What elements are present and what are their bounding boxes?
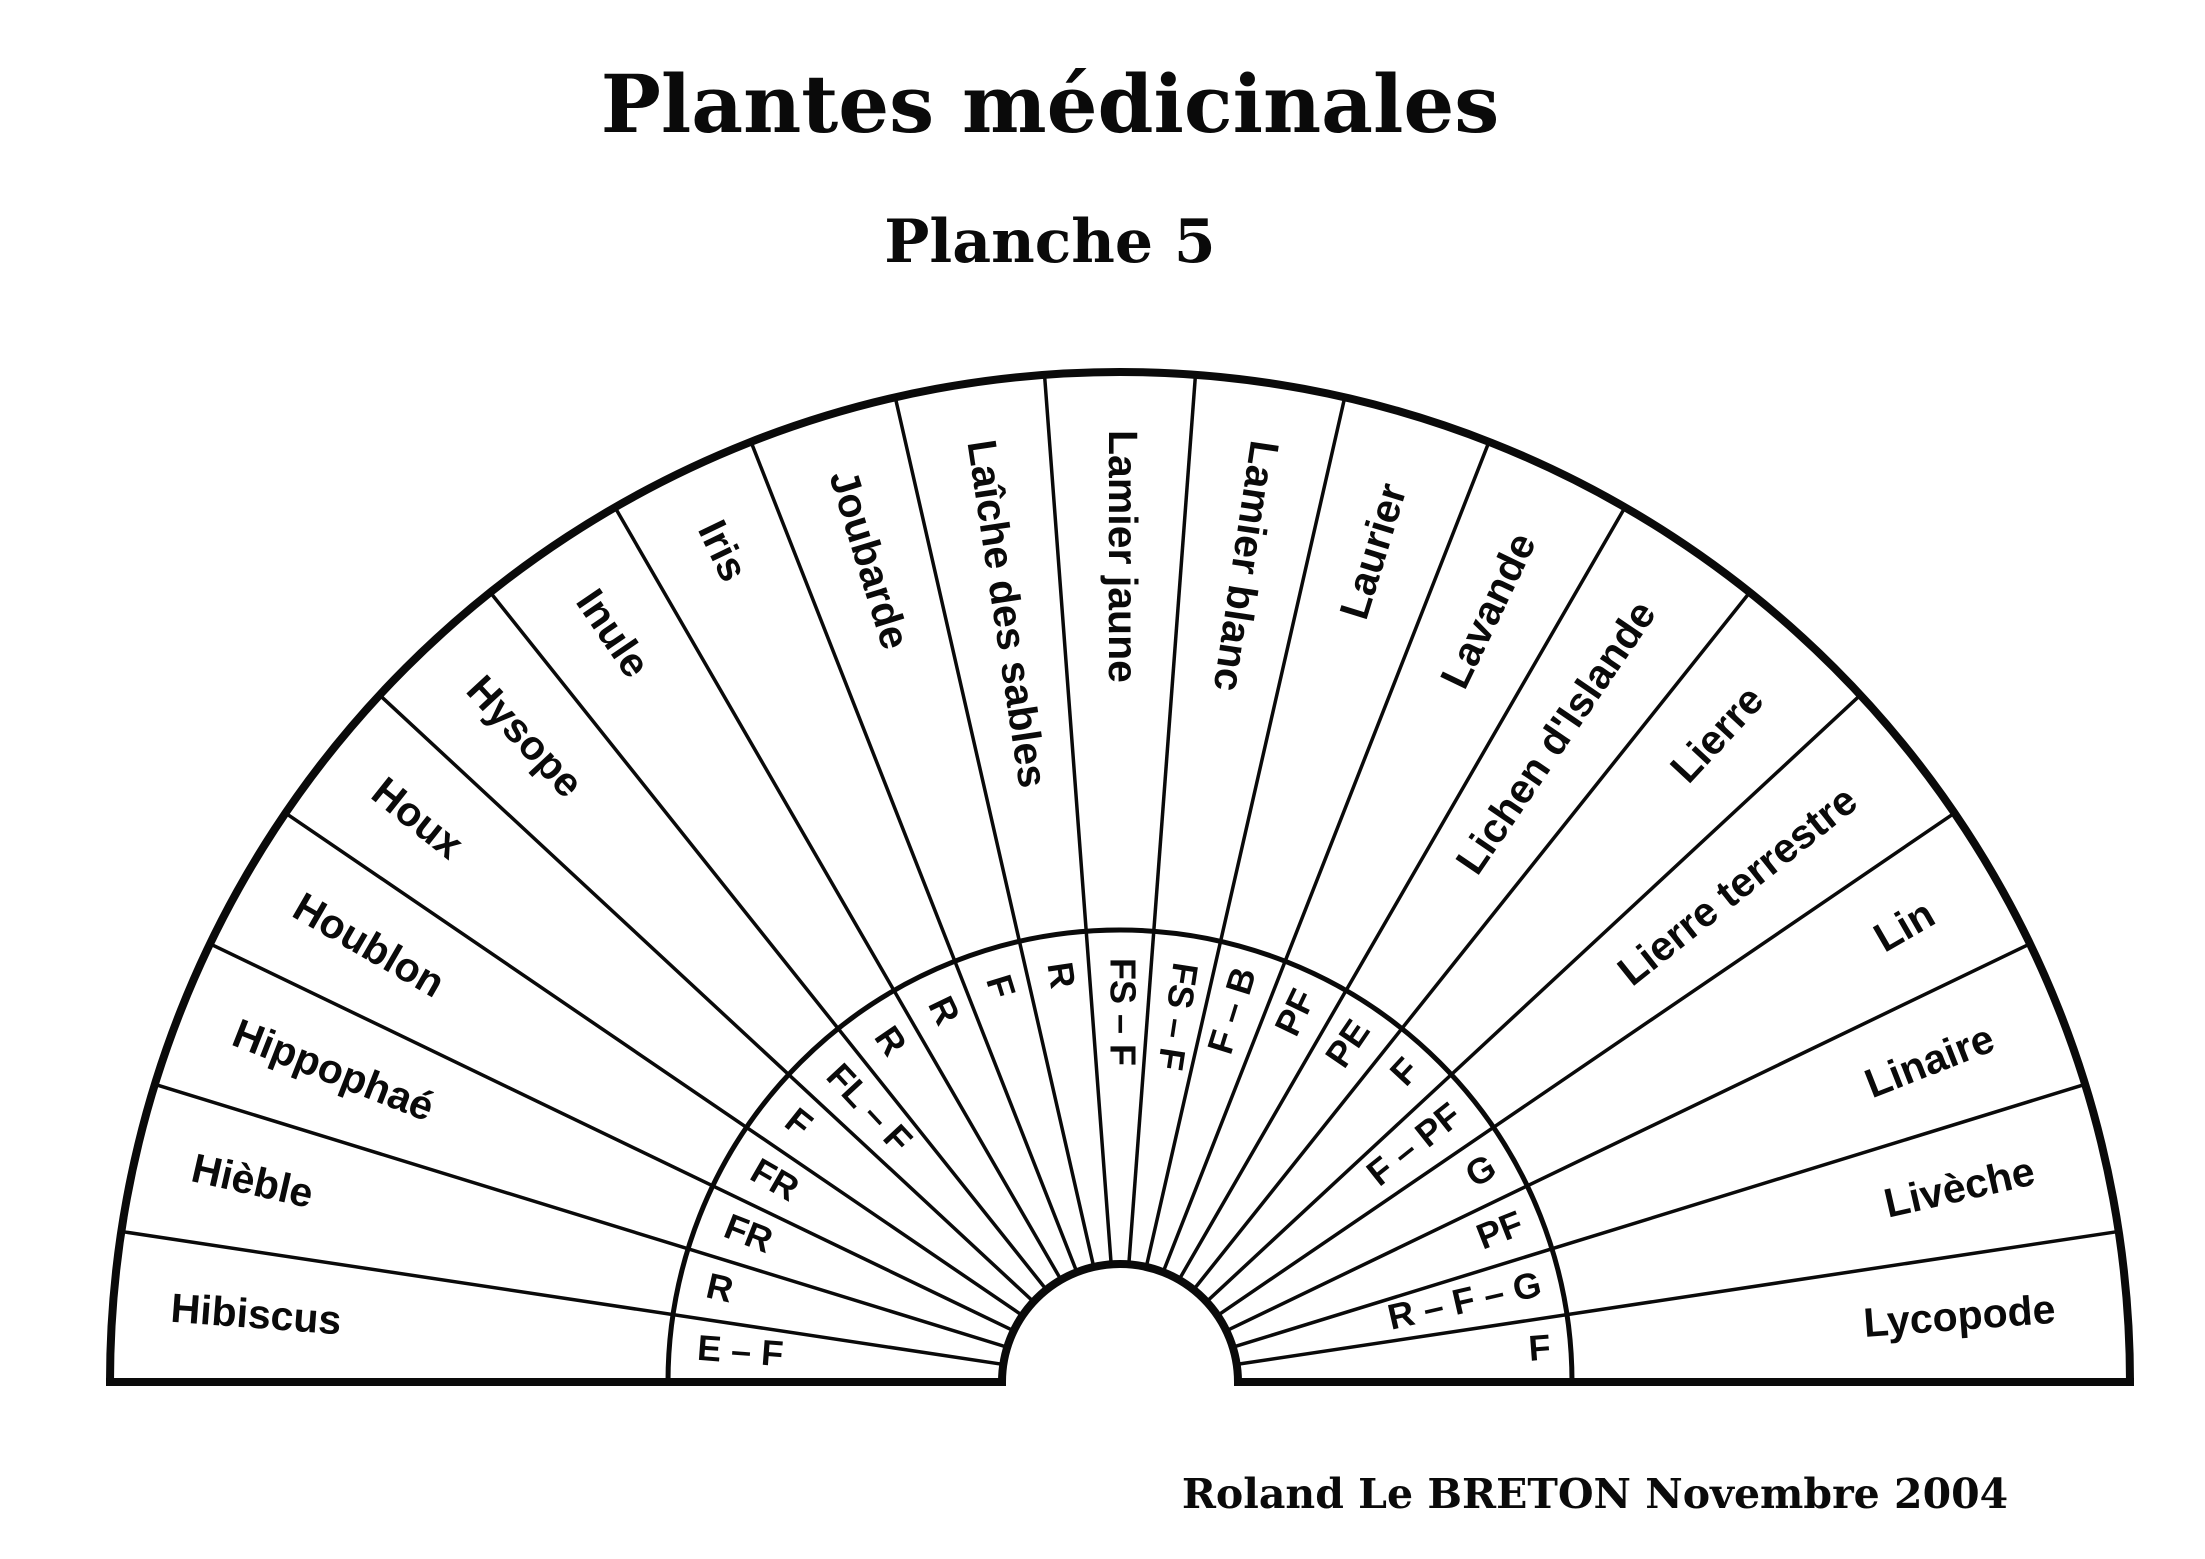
plant-label: Lin <box>1866 890 1942 961</box>
code-label: F <box>778 1099 821 1145</box>
plant-label: Joubarde <box>820 465 918 655</box>
plant-label: Laurier <box>1331 478 1416 624</box>
code-label: FS – F <box>1102 958 1143 1066</box>
sector-divider <box>152 1082 1010 1350</box>
plant-label: Hippophaé <box>227 1010 441 1130</box>
credit-line: Roland Le BRETON Novembre 2004 <box>1182 1470 2008 1518</box>
code-label: R <box>703 1265 737 1311</box>
code-label: R <box>920 990 968 1031</box>
code-label: FL – F <box>819 1055 921 1160</box>
code-label: R <box>867 1018 916 1063</box>
sector-divider <box>1223 941 2033 1334</box>
sector-divider <box>1215 810 1957 1318</box>
sector-divider <box>748 439 1080 1275</box>
sector-divider <box>119 1229 1006 1367</box>
sector-divider <box>283 810 1025 1318</box>
baseline-and-notch <box>106 1260 2134 1386</box>
code-label: FR <box>744 1150 806 1210</box>
sector-divider <box>893 395 1096 1270</box>
page-title: Plantes médicinales <box>601 57 1500 151</box>
plant-label: Iris <box>689 513 757 588</box>
plant-label: Linaire <box>1858 1015 2000 1107</box>
code-label: G <box>1458 1146 1503 1196</box>
plant-label: Houx <box>363 768 472 868</box>
plant-label: Lamier blanc <box>1205 438 1288 695</box>
outer-arc <box>105 368 2135 1387</box>
sector-divider <box>1234 1229 2121 1367</box>
sector-divider <box>1176 504 1628 1283</box>
code-label: PE <box>1317 1012 1378 1075</box>
code-label: E – F <box>696 1327 785 1374</box>
plant-label: Lavande <box>1431 526 1545 696</box>
plant-label: Inule <box>567 581 659 686</box>
sector-divider <box>487 589 1049 1293</box>
sector-divider <box>1042 372 1114 1267</box>
plant-label: Lycopode <box>1862 1286 2057 1346</box>
plant-label: Livèche <box>1880 1148 2039 1227</box>
sector-divider <box>612 504 1064 1283</box>
sector-divider <box>1204 692 1863 1305</box>
code-label: F <box>978 970 1024 1003</box>
sector-divider <box>1191 589 1753 1293</box>
code-label: R <box>1039 959 1083 991</box>
code-label: FS – F <box>1150 960 1207 1073</box>
code-label: F <box>1527 1326 1552 1369</box>
plant-label: Lamier jaune <box>1100 430 1146 683</box>
page-subtitle: Planche 5 <box>884 207 1215 277</box>
sector-divider <box>1160 439 1492 1275</box>
sector-divider <box>1126 372 1198 1267</box>
plant-label: Hièble <box>187 1145 317 1217</box>
code-label: F <box>1382 1049 1427 1093</box>
plant-label: Houblon <box>286 883 453 1006</box>
sector-divider <box>1230 1082 2088 1350</box>
sector-divider <box>207 941 1017 1334</box>
plant-label: Hibiscus <box>169 1285 343 1344</box>
sector-divider <box>1144 395 1347 1270</box>
sector-divider <box>377 692 1036 1305</box>
plant-label: Lierre <box>1661 677 1772 792</box>
inner-arc <box>665 927 1575 1385</box>
